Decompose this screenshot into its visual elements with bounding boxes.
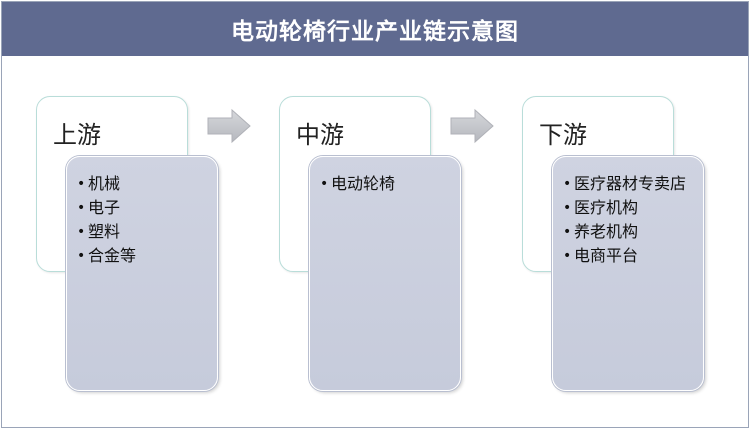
list-item: 电动轮椅 [320, 172, 452, 196]
list-item: 机械 [77, 172, 209, 196]
right-arrow-icon [207, 108, 251, 144]
list-item: 电子 [77, 196, 209, 220]
diagram-title: 电动轮椅行业产业链示意图 [2, 2, 748, 56]
list-item: 合金等 [77, 244, 209, 268]
list-item: 塑料 [77, 220, 209, 244]
stage-midstream-list: 电动轮椅 [320, 172, 452, 196]
stage-downstream-card: 医疗器材专卖店 医疗机构 养老机构 电商平台 [552, 156, 704, 391]
stage-downstream-title: 下游 [539, 121, 587, 149]
stage-midstream-card: 电动轮椅 [309, 156, 461, 391]
stage-downstream-list: 医疗器材专卖店 医疗机构 养老机构 电商平台 [563, 172, 695, 268]
stage-upstream-title: 上游 [53, 121, 101, 149]
stage-midstream-title: 中游 [296, 121, 344, 149]
list-item: 养老机构 [563, 220, 695, 244]
stage-upstream-list: 机械 电子 塑料 合金等 [77, 172, 209, 268]
list-item: 医疗器材专卖店 [563, 172, 695, 196]
right-arrow-icon [450, 108, 494, 144]
stage-upstream-card: 机械 电子 塑料 合金等 [66, 156, 218, 391]
list-item: 医疗机构 [563, 196, 695, 220]
list-item: 电商平台 [563, 244, 695, 268]
